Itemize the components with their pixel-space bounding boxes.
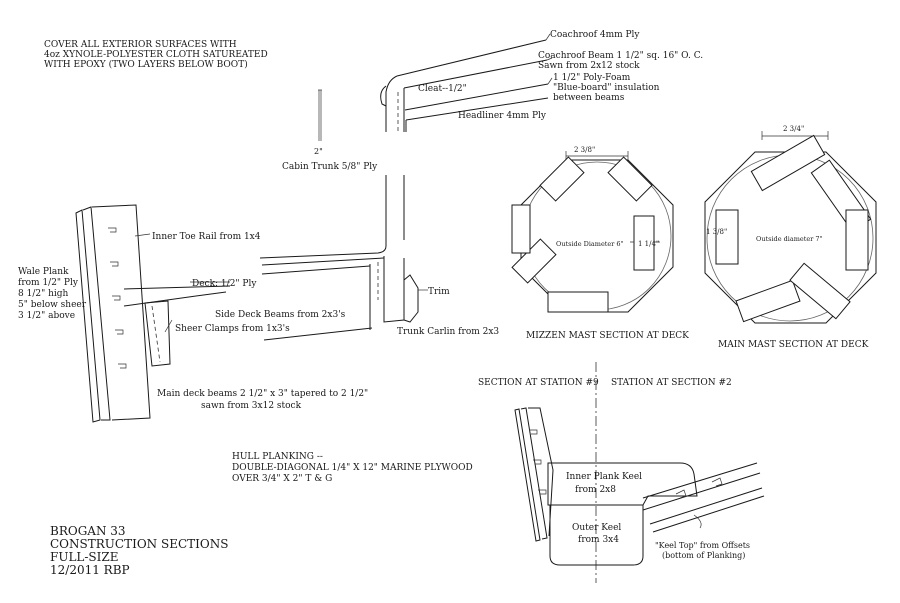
headliner-label: Headliner 4mm Ply: [458, 111, 547, 121]
planking-note-line3: OVER 3/4" X 2" T & G: [232, 474, 332, 484]
keel-top-line2: (bottom of Planking): [662, 551, 745, 560]
title-line4: 12/2011 RBP: [50, 563, 130, 577]
coachroof-section: [259, 33, 553, 259]
cleat-label: Cleat--1/2": [418, 84, 467, 94]
coachroof-labels: Coachroof 4mm Ply Coachroof Beam 1 1/2" …: [282, 30, 703, 172]
trunk-carlin-label: Trunk Carlin from 2x3: [397, 327, 499, 337]
cabin-trunk-label: Cabin Trunk 5/8" Ply: [282, 162, 378, 172]
foam-label-line2: "Blue-board" insulation: [553, 83, 660, 93]
side-deck-beams-label: Side Deck Beams from 2x3's: [215, 310, 346, 320]
main-deck-beams-line2: sawn from 3x12 stock: [201, 401, 302, 411]
main-side-dim: 1 3/8": [706, 228, 727, 236]
title-line3: FULL-SIZE: [50, 550, 119, 564]
deck-section: [75, 204, 428, 423]
mizzen-diameter-label: Outside Diameter 6": [556, 240, 624, 248]
trim-label: Trim: [428, 287, 450, 297]
keel-labels: SECTION AT STATION #9 STATION AT SECTION…: [478, 378, 750, 560]
dimension-2in-label: 2": [314, 147, 323, 156]
toe-rail-label: Inner Toe Rail from 1x4: [152, 232, 261, 242]
mizzen-mast-title: MIZZEN MAST SECTION AT DECK: [526, 331, 689, 341]
station9-label: SECTION AT STATION #9: [478, 378, 599, 388]
main-width-dim: 2 3/4": [783, 125, 804, 133]
title-line2: CONSTRUCTION SECTIONS: [50, 537, 228, 551]
hull-planking-note: HULL PLANKING -- DOUBLE-DIAGONAL 1/4" X …: [232, 452, 473, 484]
title-line1: BROGAN 33: [50, 524, 126, 538]
planking-note-line2: DOUBLE-DIAGONAL 1/4" X 12" MARINE PLYWOO…: [232, 463, 473, 473]
inner-keel-line2: from 2x8: [575, 485, 616, 495]
cover-note-line2: 4oz XYNOLE-POLYESTER CLOTH SATUREATED: [44, 50, 268, 60]
mizzen-width-dim: 2 3/8": [574, 146, 595, 154]
inner-keel-line1: Inner Plank Keel: [566, 472, 642, 482]
wale-label-line1: Wale Plank: [18, 267, 69, 277]
sheer-clamps-label: Sheer Clamps from 1x3's: [175, 324, 290, 334]
coachroof-beam-label-line1: Coachroof Beam 1 1/2" sq. 16" O. C.: [538, 51, 703, 61]
mizzen-mast-section: [511, 151, 674, 313]
cover-note-line3: WITH EPOXY (TWO LAYERS BELOW BOOT): [44, 59, 248, 70]
wale-label-line2: from 1/2" Ply: [18, 278, 79, 288]
main-mast-labels: 2 3/4" 1 3/8" Outside diameter 7" MAIN M…: [706, 125, 869, 350]
main-mast-section: [704, 131, 877, 324]
keel-section: [514, 362, 765, 583]
main-mast-title: MAIN MAST SECTION AT DECK: [718, 340, 869, 350]
foam-label-line1: 1 1/2" Poly-Foam: [553, 73, 631, 83]
main-deck-beams-line1: Main deck beams 2 1/2" x 3" tapered to 2…: [157, 389, 368, 399]
outer-keel-line2: from 3x4: [578, 535, 619, 545]
keel-top-line1: "Keel Top" from Offsets: [655, 541, 750, 550]
foam-label-line3: between beams: [553, 93, 625, 103]
cover-note: COVER ALL EXTERIOR SURFACES WITH 4oz XYN…: [44, 40, 268, 70]
wale-label-line3: 8 1/2" high: [18, 289, 69, 299]
coachroof-label: Coachroof 4mm Ply: [550, 30, 640, 40]
cover-note-line1: COVER ALL EXTERIOR SURFACES WITH: [44, 40, 237, 50]
wale-label-line4: 5" below sheer: [18, 300, 87, 310]
mizzen-mast-labels: 2 3/8" 1 1/4" Outside Diameter 6" MIZZEN…: [526, 146, 689, 341]
main-diameter-label: Outside diameter 7": [756, 235, 823, 243]
coachroof-beam-label-line2: Sawn from 2x12 stock: [538, 61, 640, 71]
mizzen-side-dim: 1 1/4": [638, 240, 659, 248]
outer-keel-line1: Outer Keel: [572, 523, 621, 533]
deck-ply-label: Deck: 1/2" Ply: [192, 279, 257, 289]
deck-labels: Inner Toe Rail from 1x4 Wale Plank from …: [18, 232, 499, 411]
planking-note-line1: HULL PLANKING --: [232, 452, 323, 462]
wale-label-line5: 3 1/2" above: [18, 311, 75, 321]
title-block: BROGAN 33 CONSTRUCTION SECTIONS FULL-SIZ…: [50, 524, 228, 577]
station2-label: STATION AT SECTION #2: [611, 378, 732, 388]
